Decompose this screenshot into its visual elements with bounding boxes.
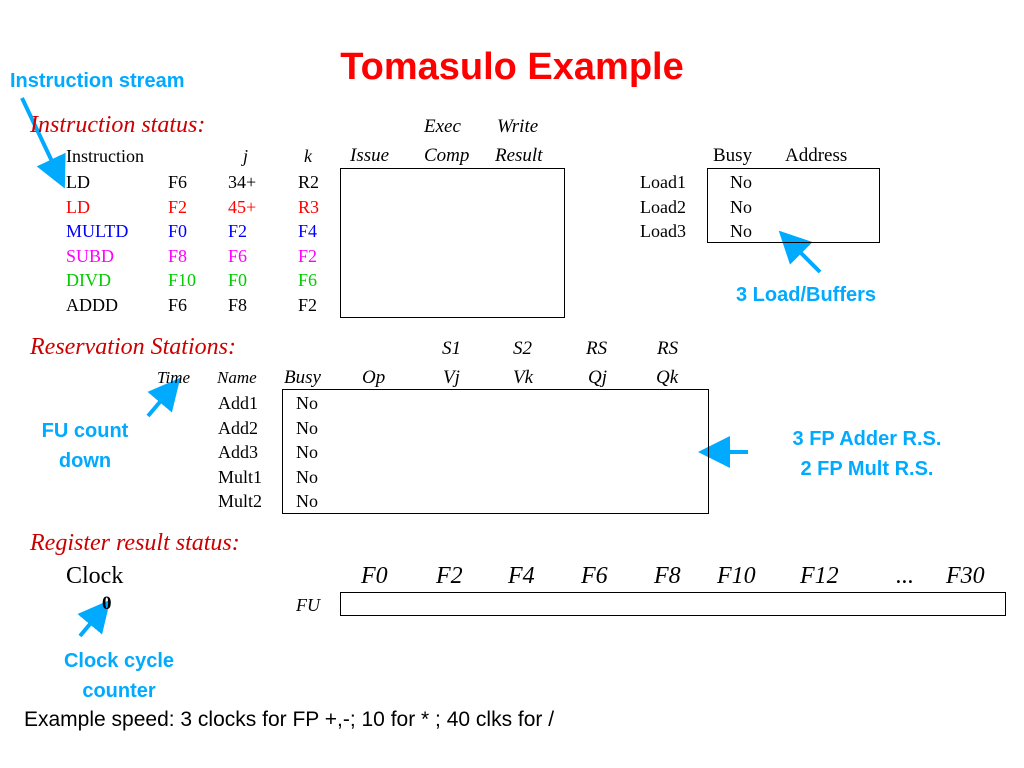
instruction-op: ADDD	[66, 295, 118, 315]
instruction-dest: F8	[168, 245, 188, 266]
fu-label: FU	[296, 595, 320, 615]
footer-note: Example speed: 3 clocks for FP +,-; 10 f…	[24, 708, 555, 731]
header-j: j	[243, 146, 249, 166]
instruction-dest: F6	[168, 172, 188, 192]
header-busy-rs: Busy	[284, 367, 321, 388]
header-rs-2: RS	[657, 338, 679, 359]
register-header: F4	[508, 563, 535, 589]
instruction-k: F6	[298, 270, 318, 291]
rs-name: Mult1	[218, 466, 263, 487]
header-name: Name	[217, 368, 257, 387]
header-s1: S1	[442, 338, 461, 359]
load-buffer-name: Load1	[640, 172, 686, 192]
header-vk: Vk	[513, 367, 534, 388]
load-buffer-busy: No	[730, 221, 752, 241]
header-write: Write	[497, 116, 539, 137]
header-address: Address	[785, 145, 848, 166]
header-exec: Exec	[424, 116, 461, 137]
annotation-rs-note-line1: 3 FP Adder R.S.	[792, 428, 942, 450]
arrow-load-buffers	[778, 230, 822, 274]
annotation-instruction-stream: Instruction stream	[10, 70, 185, 92]
header-qj: Qj	[588, 367, 607, 388]
instruction-dest: F10	[168, 270, 197, 291]
instruction-j: F0	[228, 270, 248, 291]
rs-busy: No	[296, 442, 318, 463]
instruction-k: R2	[298, 172, 320, 192]
clock-value: 0	[102, 593, 112, 614]
register-header: F6	[581, 563, 608, 589]
register-header: F30	[946, 563, 985, 589]
instruction-j: 34+	[228, 172, 257, 192]
instruction-dest: F6	[168, 295, 188, 315]
load-buffer-name: Load3	[640, 221, 686, 241]
instruction-status-box	[340, 168, 565, 318]
register-header: ...	[896, 563, 914, 589]
clock-label: Clock	[66, 563, 124, 589]
rs-busy: No	[296, 393, 318, 413]
register-header: F0	[361, 563, 388, 589]
instruction-dest: F0	[168, 221, 188, 242]
register-header: F12	[800, 563, 839, 589]
instruction-status-label: Instruction status:	[30, 112, 206, 138]
arrow-instruction-stream	[20, 97, 66, 189]
header-rs-1: RS	[586, 338, 608, 359]
instruction-op: DIVD	[66, 270, 111, 291]
header-vj: Vj	[443, 367, 460, 388]
register-fu-box	[340, 592, 1006, 616]
rs-busy: No	[296, 466, 318, 487]
rs-busy: No	[296, 491, 318, 512]
instruction-op: LD	[66, 172, 90, 192]
instruction-k: F2	[298, 295, 318, 315]
annotation-fu-count: FU count down	[30, 416, 140, 476]
annotation-fu-count-line2: down	[58, 450, 112, 472]
instruction-k: F4	[298, 221, 318, 242]
rs-busy: No	[296, 417, 318, 438]
header-op: Op	[362, 367, 386, 388]
instruction-op: MULTD	[66, 221, 129, 242]
register-header: F10	[717, 563, 756, 589]
instruction-dest: F2	[168, 196, 188, 217]
annotation-clock-counter-line2: counter	[82, 680, 156, 702]
load-buffer-busy: No	[730, 196, 752, 217]
load-buffer-box	[707, 168, 880, 243]
rs-name: Add1	[218, 393, 258, 413]
rs-name: Add2	[218, 417, 258, 438]
annotation-clock-counter-line1: Clock cycle	[63, 650, 175, 672]
rs-name: Mult2	[218, 491, 263, 512]
register-status-label: Register result status:	[30, 530, 240, 556]
annotation-load-buffers: 3 Load/Buffers	[736, 284, 877, 306]
header-time: Time	[157, 368, 191, 387]
instruction-j: F8	[228, 295, 248, 315]
header-instruction: Instruction	[66, 146, 144, 166]
slide-title: Tomasulo Example	[340, 46, 684, 88]
register-header: F2	[436, 563, 463, 589]
instruction-k: R3	[298, 196, 320, 217]
annotation-rs-note: 3 FP Adder R.S. 2 FP Mult R.S.	[752, 424, 982, 484]
instruction-j: 45+	[228, 196, 257, 217]
header-busy-load: Busy	[713, 145, 753, 166]
load-buffer-busy: No	[730, 172, 752, 192]
load-buffer-name: Load2	[640, 196, 686, 217]
arrow-fu-count	[146, 377, 181, 418]
header-qk: Qk	[656, 367, 679, 388]
annotation-rs-note-line2: 2 FP Mult R.S.	[800, 458, 934, 480]
header-s2: S2	[513, 338, 532, 359]
arrow-clock-counter	[77, 599, 111, 638]
register-header: F8	[654, 563, 681, 589]
instruction-j: F6	[228, 245, 248, 266]
header-result: Result	[495, 145, 543, 166]
reservation-stations-label: Reservation Stations:	[30, 334, 236, 360]
instruction-op: SUBD	[66, 245, 115, 266]
reservation-station-box	[282, 389, 709, 514]
annotation-clock-counter: Clock cycle counter	[44, 646, 194, 706]
instruction-j: F2	[228, 221, 248, 242]
header-comp: Comp	[424, 145, 470, 166]
annotation-fu-count-line1: FU count	[41, 420, 129, 442]
instruction-k: F2	[298, 245, 318, 266]
instruction-op: LD	[66, 196, 90, 217]
header-k: k	[304, 146, 312, 166]
header-issue: Issue	[350, 145, 390, 166]
rs-name: Add3	[218, 442, 258, 463]
